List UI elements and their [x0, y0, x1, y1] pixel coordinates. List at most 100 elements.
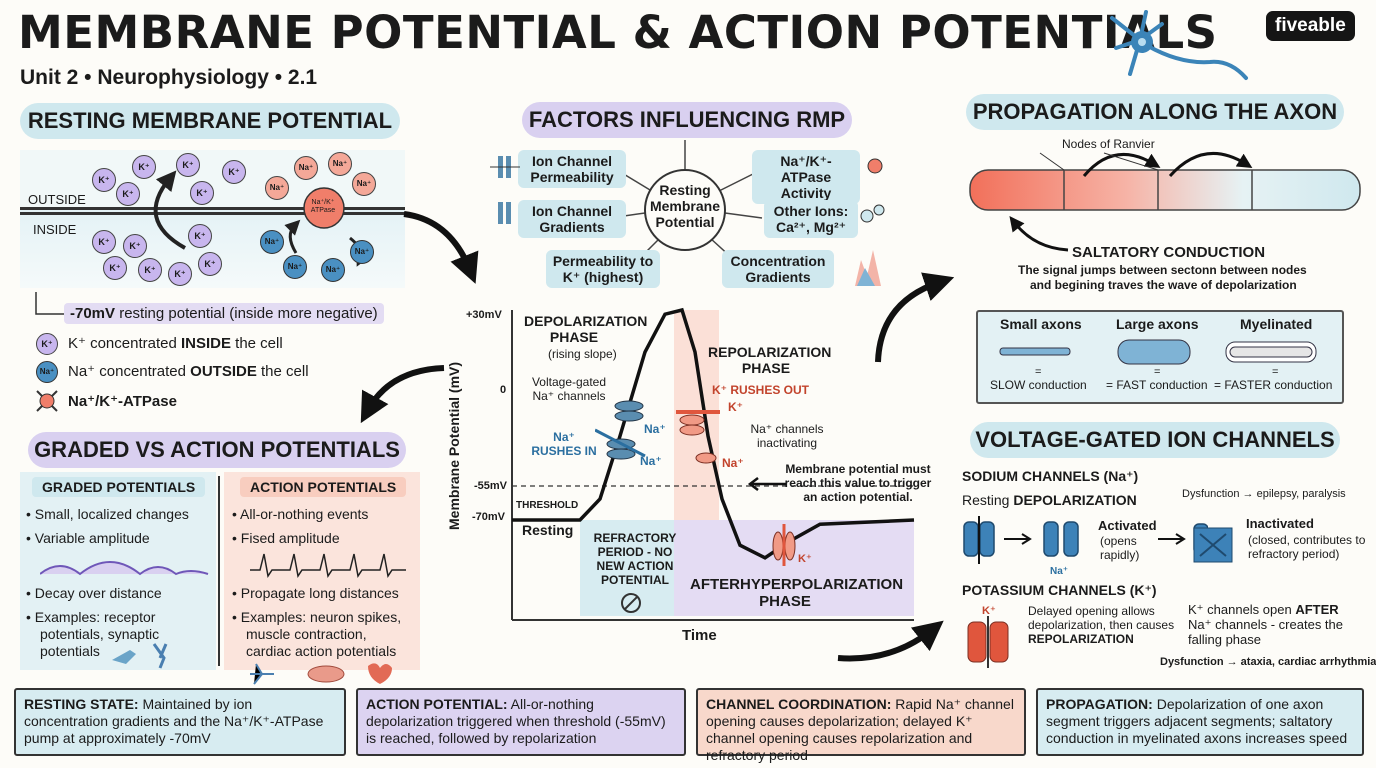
k-ion-label: K⁺	[798, 553, 812, 565]
axon-eq: =	[1035, 366, 1042, 378]
inside-label: INSIDE	[33, 222, 77, 237]
saltatory-title: SALTATORY CONDUCTION	[1072, 244, 1266, 261]
axon-result: = FASTER conduction	[1214, 378, 1333, 392]
action-bullet: • All-or-nothing events	[232, 506, 369, 522]
k-ion: K⁺	[92, 230, 116, 254]
na-ion-label: Na⁺	[644, 422, 666, 436]
k-ion: K⁺	[198, 252, 222, 276]
y-tick: 0	[500, 384, 507, 396]
na-ion-label: Na⁺	[1050, 566, 1069, 577]
vg-na-label: Voltage-gated Na⁺ channels	[531, 375, 607, 403]
k-ion-label: K⁺	[728, 400, 743, 414]
action-bullet: • Propagate long distances	[232, 585, 399, 601]
resting-label: Resting	[522, 522, 574, 538]
axon-diagram	[969, 151, 1361, 252]
na-ion: Na⁺	[352, 172, 376, 196]
k-channel-icon	[772, 524, 796, 566]
graded-bullet: • Variable amplitude	[26, 530, 150, 546]
threshold-note: Membrane potential must reach this value…	[784, 462, 932, 504]
inactivated-channel-icon	[1193, 527, 1233, 563]
arrow-icon	[747, 477, 786, 491]
k-ion: K⁺	[176, 153, 200, 177]
sodium-channel-states	[963, 516, 1208, 564]
x-axis-label: Time	[682, 627, 717, 644]
page-title: MEMBRANE POTENTIAL & ACTION POTENTIALS	[18, 6, 1218, 59]
na-ion-label: Na⁺	[640, 454, 662, 468]
k-ion-label: K⁺	[982, 605, 996, 617]
k-ion: K⁺	[168, 262, 192, 286]
k-ion: K⁺	[138, 258, 162, 282]
summary-box: RESTING STATE: Maintained by ion concent…	[14, 688, 346, 756]
factors-center: Resting Membrane Potential	[649, 182, 721, 230]
depolarization-title: DEPOLARIZATION PHASE	[524, 313, 648, 345]
dysfunction-k: Dysfunction → ataxia, cardiac arrhythmia…	[1160, 656, 1376, 668]
activated-title: Activated	[1098, 518, 1157, 533]
graded-bullet: • Small, localized changes	[26, 506, 189, 522]
saltatory-desc: and begining traves the wave of depolari…	[1030, 278, 1297, 292]
vgic-heading: VOLTAGE-GATED ION CHANNELS	[970, 422, 1340, 458]
dysfunction-na: Dysfunction → epilepsy, paralysis	[1182, 488, 1346, 500]
factor-atpase-activity: Na⁺/K⁺-ATPase Activity	[752, 150, 860, 204]
k-channel-icon	[967, 616, 1009, 668]
axon-type-label: Myelinated	[1240, 316, 1313, 332]
axon-eq: =	[1272, 366, 1279, 378]
channel-icon	[490, 156, 520, 224]
repolarization-title: REPOLARIZATION PHASE	[708, 344, 832, 376]
graded-bullet-cont: potentials, synaptic	[40, 626, 160, 642]
factor-other-ions: Other Ions: Ca²⁺, Mg²⁺	[764, 200, 858, 238]
axon-result: SLOW conduction	[990, 378, 1087, 392]
graded-bullet: • Examples: receptor	[26, 609, 156, 625]
rmp-heading: RESTING MEMBRANE POTENTIAL	[20, 103, 400, 139]
sodium-title: SODIUM CHANNELS (Na⁺)	[962, 468, 1139, 484]
flow-arrow-icon	[837, 620, 944, 662]
activated-desc: (opens rapidly)	[1100, 534, 1140, 562]
summary-box: ACTION POTENTIAL: All-or-nothing depolar…	[356, 688, 686, 756]
neuron-icon	[1110, 10, 1248, 80]
spike-train-icon	[250, 553, 406, 578]
k-ion-icon: K⁺	[36, 333, 58, 355]
flow-arrow-icon	[360, 365, 445, 424]
graded-bullet: • Decay over distance	[26, 585, 162, 601]
k-ion: K⁺	[116, 182, 140, 206]
potassium-title: POTASSIUM CHANNELS (K⁺)	[962, 582, 1157, 598]
k-ion: K⁺	[222, 160, 246, 184]
flow-arrow-icon	[875, 272, 955, 363]
no-symbol-icon	[621, 593, 641, 613]
resting-depolarization-label: Resting DEPOLARIZATION	[962, 492, 1137, 508]
k-rushes-label: K⁺ RUSHES OUT	[712, 383, 810, 397]
page-subtitle: Unit 2 • Neurophysiology • 2.1	[20, 66, 318, 89]
na-ion: Na⁺	[294, 156, 318, 180]
na-ion: Na⁺	[260, 230, 284, 254]
threshold-label: THRESHOLD	[516, 500, 579, 511]
factor-ion-channel-permeability: Ion Channel Permeability	[518, 150, 626, 188]
axon-type-label: Large axons	[1116, 316, 1199, 332]
k-ion: K⁺	[92, 168, 116, 192]
na-ion: Na⁺	[321, 258, 345, 282]
na-ion-label-red: Na⁺	[722, 456, 744, 470]
pump-label: Na⁺/K⁺ ATPase	[310, 199, 336, 214]
receptor-icon	[112, 643, 168, 669]
y-tick: -55mV	[474, 480, 508, 492]
legend-k: K⁺ concentrated INSIDE the cell	[68, 335, 283, 352]
k-ion: K⁺	[103, 256, 127, 280]
na-ion: Na⁺	[328, 152, 352, 176]
neuron-muscle-heart-icons	[250, 663, 392, 685]
y-axis-label: Membrane Potential (mV)	[446, 361, 462, 530]
summary-box: CHANNEL COORDINATION: Rapid Na⁺ channel …	[696, 688, 1026, 763]
y-tick: -70mV	[472, 511, 506, 523]
factor-concentration-gradients: Concentration Gradients	[722, 250, 834, 288]
na-ion: Na⁺	[283, 255, 307, 279]
depolarization-sub: (rising slope)	[548, 347, 617, 361]
nodes-label: Nodes of Ranvier	[1062, 137, 1155, 151]
action-bullet: • Examples: neuron spikes,	[232, 609, 402, 625]
factors-heading: FACTORS INFLUENCING RMP	[522, 102, 852, 138]
inactivated-title: Inactivated	[1246, 516, 1314, 531]
na-rushes-label: Na⁺ RUSHES IN	[531, 430, 597, 458]
axon-eq: =	[1154, 366, 1161, 378]
resting-potential-note: -70mV resting potential (inside more neg…	[64, 303, 384, 324]
delayed-desc: Delayed opening allows depolarization, t…	[1028, 604, 1175, 646]
legend-na: Na⁺ concentrated OUTSIDE the cell	[68, 363, 309, 380]
fiveable-logo: fiveable	[1266, 11, 1355, 41]
k-ion: K⁺	[188, 224, 212, 248]
factor-icons	[855, 158, 885, 286]
